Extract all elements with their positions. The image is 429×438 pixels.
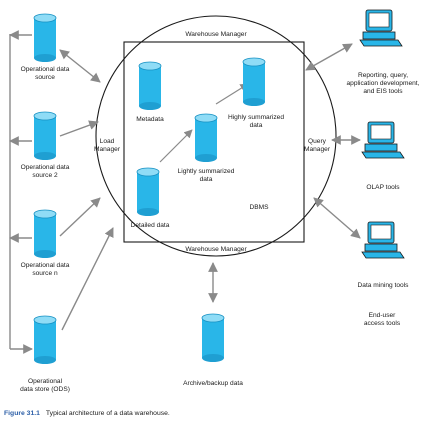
highly-summarized-line2: data [249, 122, 263, 129]
lightly-summarized-label: Lightly summarized data [172, 168, 240, 184]
ods-cylinder-icon [33, 315, 57, 365]
metadata-cylinder-icon [138, 61, 162, 111]
end-user-access-tools-label: End-user access tools [352, 312, 412, 328]
source-1-label: Operational data source [14, 66, 76, 82]
arrow-source-3 [59, 197, 101, 237]
detailed-data-cylinder-icon [136, 167, 160, 217]
arrow-source-2 [59, 120, 99, 137]
query-manager-label: Query Manager [300, 138, 334, 154]
lightly-summarized-cylinder-icon [194, 113, 218, 163]
arrow-lightly-to-highly [215, 83, 249, 105]
figure-caption-text: Typical architecture of a data warehouse… [45, 410, 170, 417]
source-1-label-line1: Operational data [20, 66, 70, 73]
olap-tools-label: OLAP tools [366, 184, 400, 191]
arrow-detailed-to-lightly [159, 129, 193, 163]
source-2-label-line1: Operational data [20, 164, 70, 171]
query-manager-line2: Manager [303, 146, 331, 153]
reporting-tools-label: Reporting, query, application developmen… [338, 72, 428, 96]
figure-number: Figure 31.1 [4, 410, 40, 417]
source-3-label: Operational data source n [14, 262, 76, 278]
load-manager-line2: Manager [93, 146, 121, 153]
figure-caption: Figure 31.1 Typical architecture of a dat… [4, 410, 170, 417]
source-1-cylinder-icon [33, 13, 57, 63]
source-3-label-line2: source n [32, 270, 58, 277]
ods-label-line1: Operational [27, 378, 63, 385]
reporting-tools-line1: Reporting, query, [357, 72, 409, 79]
source-1-label-line2: source [35, 74, 55, 81]
olap-computer-icon [361, 121, 405, 159]
lightly-summarized-line2: data [199, 176, 213, 183]
query-manager-line1: Query [308, 138, 326, 145]
arrow-tool-1 [305, 43, 353, 71]
highly-summarized-line1: Highly summarized [227, 114, 285, 121]
dbms-box [123, 41, 305, 243]
data-mining-computer-icon [361, 221, 405, 259]
arrow-tool-3 [313, 197, 361, 239]
archive-cylinder-icon [201, 313, 225, 363]
detailed-data-label: Detailed data [130, 222, 170, 229]
arrow-source-4 [61, 227, 114, 331]
reporting-tools-line3: and EIS tools [363, 88, 403, 95]
warehouse-manager-bottom-label: Warehouse Manager [185, 246, 247, 253]
ods-label: Operational data store (ODS) [14, 378, 76, 394]
lightly-summarized-line1: Lightly summarized [177, 168, 235, 175]
load-manager-line1: Load [99, 138, 115, 145]
highly-summarized-cylinder-icon [242, 57, 266, 107]
source-3-label-line1: Operational data [20, 262, 70, 269]
source-2-label: Operational data source 2 [14, 164, 76, 180]
load-manager-label: Load Manager [90, 138, 124, 154]
end-user-line1: End-user [368, 312, 396, 319]
archive-label: Archive/backup data [183, 380, 243, 387]
highly-summarized-label: Highly summarized data [224, 114, 288, 130]
source-3-cylinder-icon [33, 209, 57, 259]
reporting-tools-line2: application development, [346, 80, 420, 87]
warehouse-manager-top-label: Warehouse Manager [185, 31, 247, 38]
data-mining-tools-label: Data mining tools [357, 282, 409, 289]
reporting-computer-icon [359, 9, 403, 47]
source-2-label-line2: source 2 [32, 172, 58, 179]
ods-label-line2: data store (ODS) [20, 386, 70, 393]
arrow-source-1 [59, 49, 101, 83]
metadata-label: Metadata [136, 116, 164, 123]
source-2-cylinder-icon [33, 111, 57, 161]
dbms-label: DBMS [249, 204, 269, 211]
end-user-line2: access tools [363, 320, 401, 327]
